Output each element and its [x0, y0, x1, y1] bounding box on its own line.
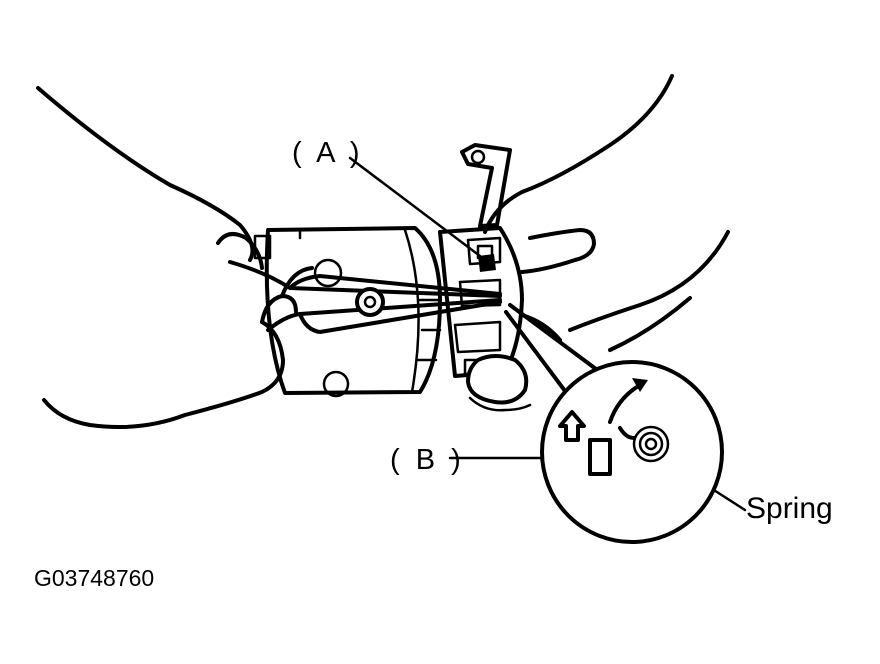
detail-magnifier-circle [540, 360, 724, 544]
brush-holder-assembly [438, 143, 524, 378]
figure-code: G03748760 [34, 565, 155, 591]
right-hand [466, 74, 730, 412]
left-hand [36, 86, 314, 430]
needle-nose-pliers [228, 260, 502, 334]
callout-label-a: ( A ) [292, 137, 364, 169]
callout-label-spring: Spring [746, 492, 833, 525]
callout-label-b: ( B ) [390, 444, 465, 476]
leader-a [348, 156, 482, 258]
